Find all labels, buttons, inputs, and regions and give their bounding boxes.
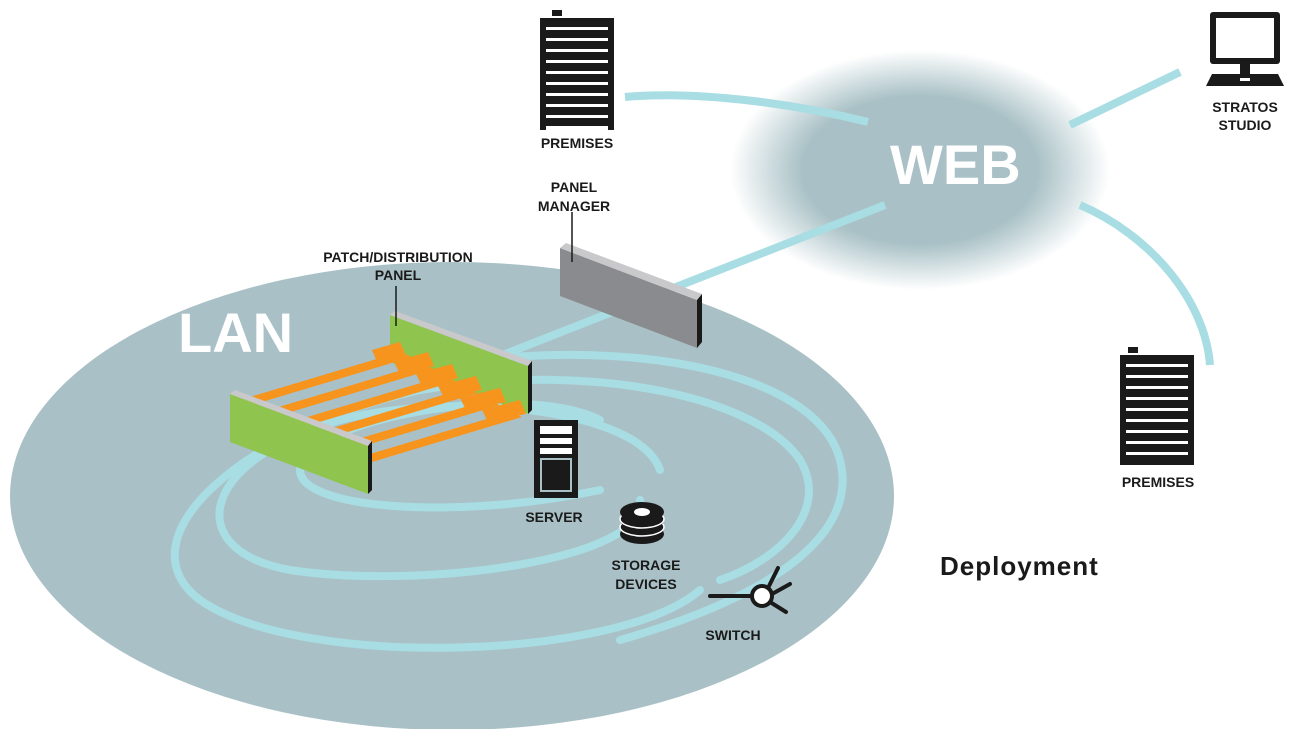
patch-panel-label-2: PANEL: [375, 267, 422, 283]
server-label: SERVER: [525, 509, 582, 525]
switch-icon: [708, 566, 792, 614]
link-lan: [493, 201, 887, 362]
building-icon: [540, 10, 614, 130]
panel-manager-label-1: PANEL: [551, 179, 598, 195]
lan-area: [10, 262, 894, 729]
panel-manager-label-2: MANAGER: [538, 198, 610, 214]
switch-label: SWITCH: [705, 627, 760, 643]
premises-right-label: PREMISES: [1122, 474, 1194, 490]
storage-label-2: DEVICES: [615, 576, 676, 592]
network-links: [493, 68, 1214, 366]
link-premises-top: [624, 91, 869, 126]
monitor-icon: [1206, 12, 1284, 86]
stratos-studio-label-2: STUDIO: [1219, 117, 1272, 133]
patch-panel: [230, 286, 532, 494]
web-label: WEB: [890, 133, 1021, 196]
link-premises-right: [1078, 201, 1214, 366]
premises-top-label: PREMISES: [541, 135, 613, 151]
link-stratos: [1068, 68, 1182, 129]
deployment-title: Deployment: [940, 551, 1099, 581]
building-icon: [1120, 347, 1194, 465]
lan-label: LAN: [178, 301, 293, 364]
server-icon: [534, 420, 578, 498]
storage-label-1: STORAGE: [612, 557, 681, 573]
storage-icon: [619, 502, 665, 544]
patch-cables: [240, 342, 526, 465]
stratos-studio-label-1: STRATOS: [1212, 99, 1278, 115]
patch-panel-label-1: PATCH/DISTRIBUTION: [323, 249, 473, 265]
panel-manager: [560, 212, 702, 348]
